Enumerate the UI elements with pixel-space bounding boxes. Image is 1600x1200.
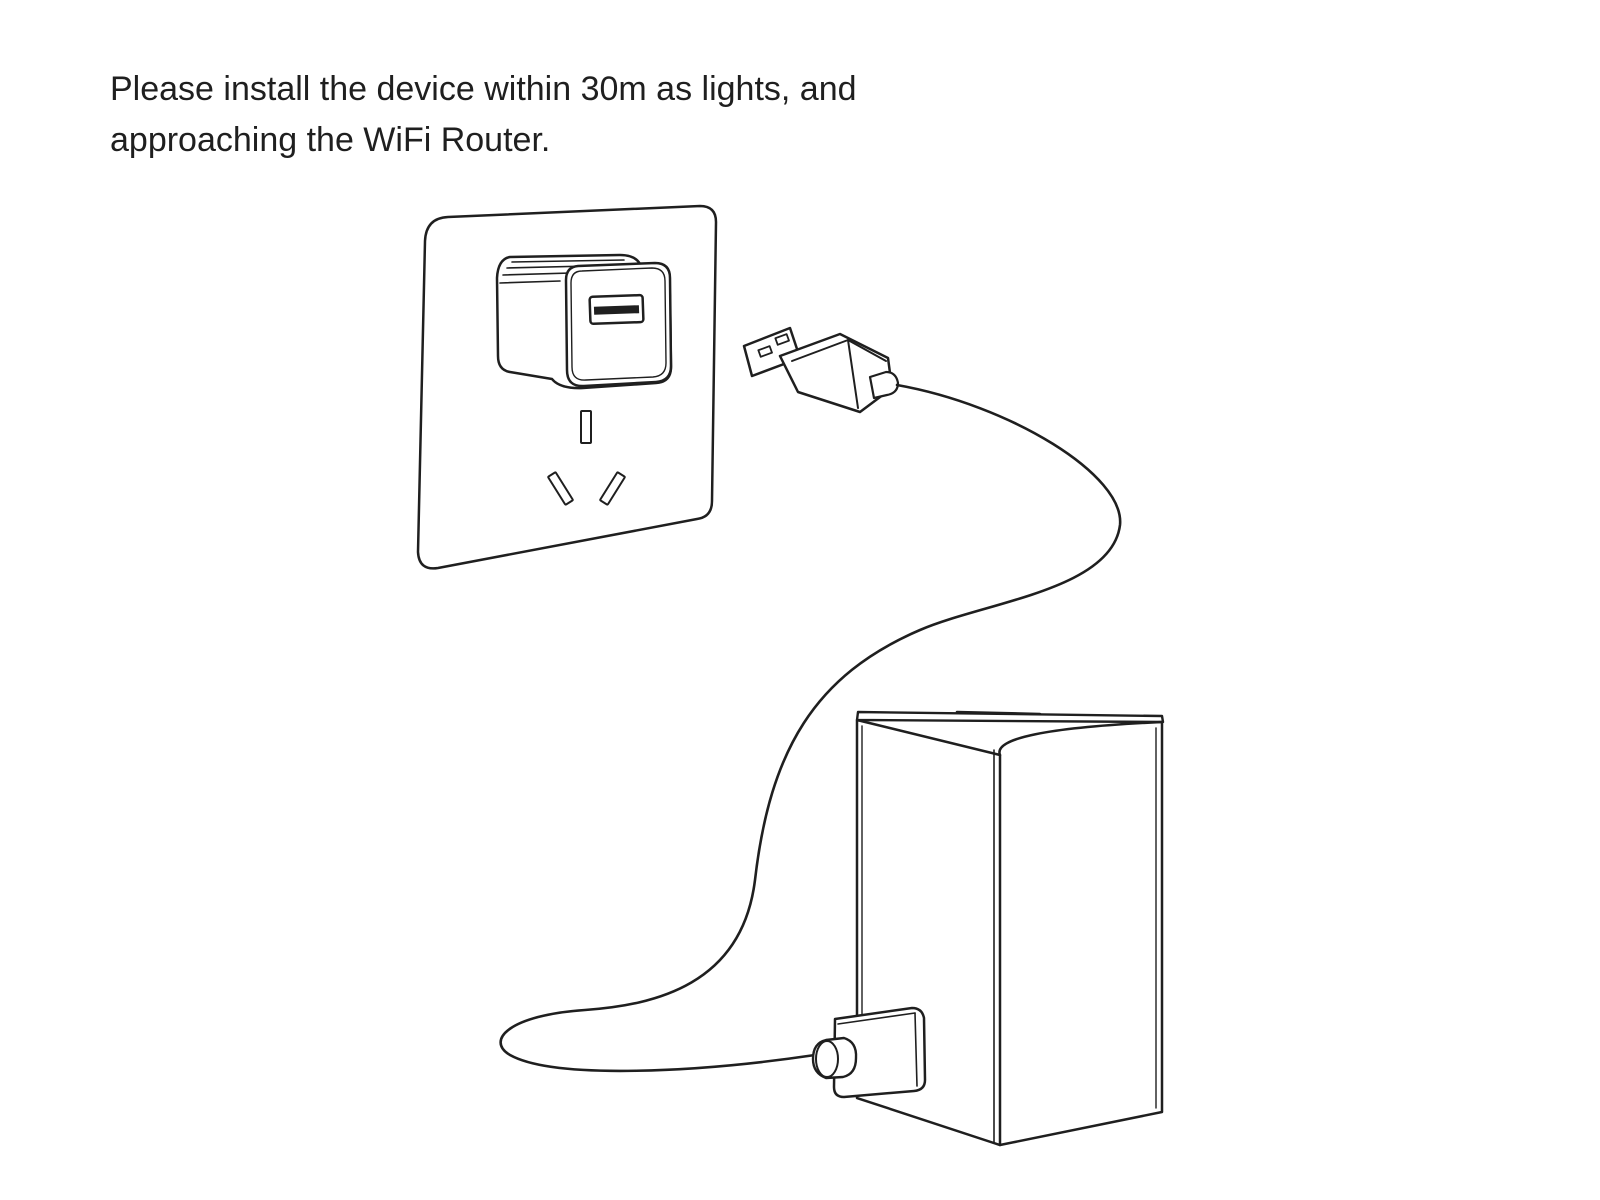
router-power-connector xyxy=(811,1006,927,1099)
socket-holes-icon xyxy=(547,410,626,506)
instruction-text: Please install the device within 30m as … xyxy=(110,64,1010,166)
wall-socket-panel xyxy=(416,204,718,570)
usb-cable xyxy=(499,383,1122,1073)
usb-port-icon xyxy=(588,293,645,326)
wifi-router xyxy=(855,710,1165,1147)
usb-power-adapter xyxy=(495,253,673,390)
instruction-line-1: Please install the device within 30m as … xyxy=(110,70,857,108)
usb-plug xyxy=(742,326,900,414)
instruction-line-2: approaching the WiFi Router. xyxy=(110,121,551,159)
